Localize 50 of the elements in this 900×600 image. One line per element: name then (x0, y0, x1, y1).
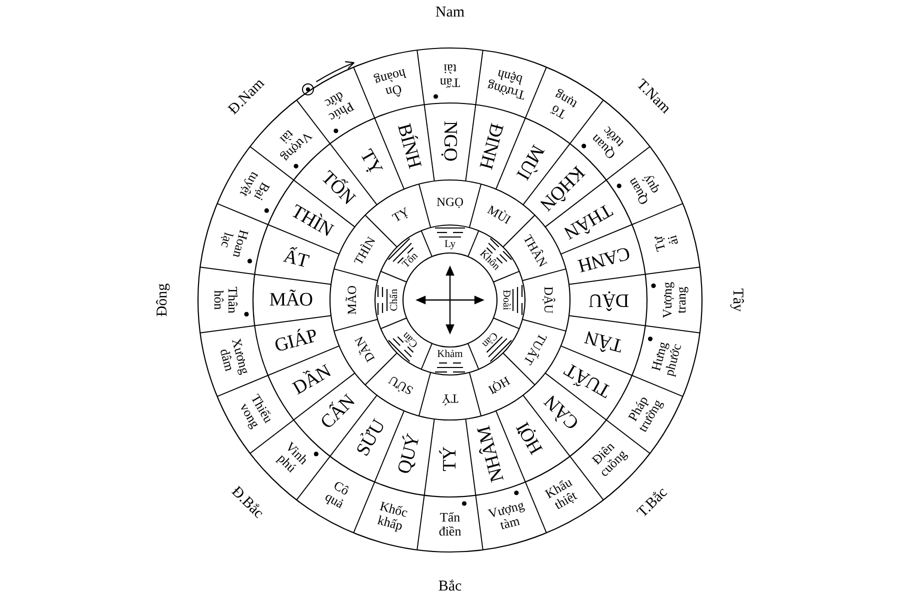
mountain-text: ĐINH (476, 122, 506, 172)
trigram-name: Ly (444, 240, 456, 250)
sector-text: Tự ải (651, 231, 682, 253)
direction-label: Nam (435, 6, 465, 20)
branch-text: TỴ (390, 206, 412, 225)
mountain-text: GIÁP (273, 326, 320, 356)
trigram-name: Cấn (401, 329, 421, 349)
branch-text: NGỌ (436, 196, 464, 208)
branch-text: MÙI (485, 204, 513, 227)
sector-text: Ôn hoàng (373, 66, 411, 101)
mountain-text: NHÂM (474, 424, 508, 484)
sector-text: Khốc khấp (374, 500, 410, 534)
mountain-text: TÂN (582, 327, 624, 356)
mountain-text: MÃO (269, 290, 313, 310)
sector-text: Khẩu thiệt (542, 475, 582, 513)
branch-text: SỬU (386, 373, 416, 397)
mountain-text: NGỌ (440, 120, 460, 162)
mountain-text: ẤT (282, 246, 311, 272)
sector-text: Phúc đức (320, 88, 356, 124)
sector-text: Hưng phước (648, 338, 684, 378)
branch-text: HỢI (486, 374, 512, 396)
mountain-text: BÍNH (394, 122, 424, 171)
mountain-text: CANH (576, 242, 632, 275)
sector-text: Tấn điền (438, 510, 462, 538)
sector-text: Vượng trang (660, 282, 688, 318)
branch-text: TÝ (442, 392, 458, 404)
branch-text: MÃO (346, 285, 358, 315)
direction-label: Bắc (438, 580, 462, 594)
mountain-text: THÌN (288, 201, 336, 240)
branch-text: DẬU (542, 286, 554, 314)
sector-text: Hoan lạc (216, 224, 250, 260)
sector-text: Vượng tàm (486, 498, 530, 534)
sector-text: Tấn tài (440, 62, 460, 90)
sector-text: Thân hôn (212, 286, 240, 314)
trigram-name: Càn (479, 329, 499, 349)
sector-text: Xương dâm (216, 336, 252, 380)
mountain-text: DẬU (588, 290, 630, 310)
mountain-text: QUÝ (394, 432, 424, 476)
sector-text: Tố tụng (545, 88, 579, 124)
sector-text: Trường bệnh (486, 65, 530, 102)
trigram-name: Khảm (437, 350, 463, 360)
trigram-name: Đoài (500, 290, 510, 310)
direction-label: Đông (156, 283, 170, 317)
direction-label: Tây (730, 288, 744, 312)
trigram-name: Tốn (401, 251, 421, 271)
mountain-text: DẦN (290, 361, 334, 398)
mountain-text: TÝ (440, 446, 460, 472)
sector-text: Cô quả (323, 477, 353, 510)
mountain-text: TỴ (356, 146, 385, 178)
trigram-name: Chấn (390, 288, 400, 312)
